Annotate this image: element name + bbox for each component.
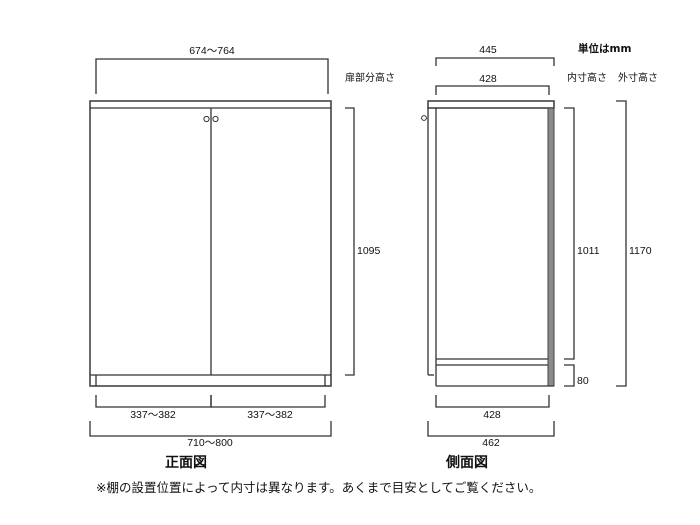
base-height-value: 80	[577, 375, 589, 387]
inner-height-bracket: 1011	[564, 107, 600, 360]
side-panel-shaded	[547, 107, 555, 387]
outer-height-heading: 外寸高さ	[618, 71, 658, 84]
side-inner-bottom-depth-bracket: 428	[435, 395, 550, 421]
overall-depth-label: 462	[482, 437, 500, 449]
side-overall-depth-bracket: 462	[427, 421, 555, 449]
door-knob-icon	[203, 115, 210, 123]
side-top-depth-bracket: 445	[435, 44, 555, 66]
door-height-heading: 扉部分高さ	[345, 71, 395, 84]
door-knob-icon	[212, 115, 219, 123]
overall-width-label: 710〜800	[187, 437, 233, 449]
front-view: 674〜764 扉部分高さ 1095 337〜382 337〜382	[89, 45, 395, 471]
top-depth-label: 445	[479, 44, 497, 56]
base-height-bracket: 80	[564, 364, 589, 387]
outer-height-bracket: 1170	[616, 100, 652, 387]
left-door-width-label: 337〜382	[130, 409, 176, 421]
front-door-split-brackets: 337〜382 337〜382	[95, 395, 326, 421]
inner-height-value: 1011	[577, 245, 600, 257]
unit-label: 単位はmm	[578, 42, 631, 55]
door-height-value: 1095	[357, 245, 381, 257]
disclaimer-note: ※棚の設置位置によって内寸は異なります。あくまで目安としてご覧ください。	[96, 480, 541, 495]
front-overall-width-bracket: 710〜800	[89, 421, 332, 449]
outer-height-value: 1170	[629, 245, 652, 257]
front-door-width-bracket: 674〜764	[95, 45, 329, 94]
door-knob-icon	[421, 115, 427, 121]
front-door-width-label: 674〜764	[189, 45, 235, 57]
side-inner-top-depth-bracket: 428	[435, 73, 550, 95]
right-door-width-label: 337〜382	[247, 409, 293, 421]
side-view-title: 側面図	[445, 454, 488, 471]
inner-bottom-depth-label: 428	[483, 409, 501, 421]
side-cabinet	[421, 100, 555, 387]
front-door-height-bracket: 扉部分高さ 1095	[345, 71, 395, 376]
side-view: 445 428 単位はmm 内寸高さ 外寸高さ 1011	[421, 42, 658, 471]
inner-height-heading: 内寸高さ	[567, 71, 607, 84]
front-view-title: 正面図	[165, 455, 207, 471]
inner-top-depth-label: 428	[479, 73, 497, 85]
front-cabinet	[89, 100, 332, 387]
